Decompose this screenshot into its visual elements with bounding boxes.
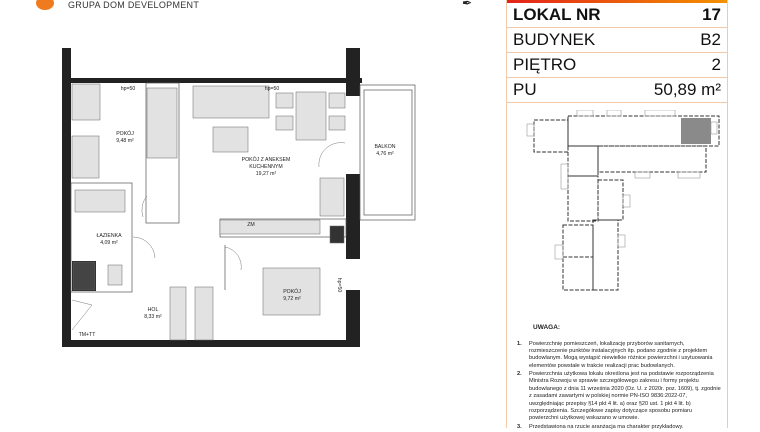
doors <box>71 142 346 331</box>
note-number: 3. <box>517 423 522 430</box>
walls <box>62 48 362 347</box>
highlighted-unit <box>681 118 711 144</box>
window-sill-mark: hp=50 <box>121 86 136 92</box>
info-row-area: PU 50,89 m² <box>507 78 727 103</box>
furniture <box>71 83 346 341</box>
compass-icon: ✒ <box>462 0 473 10</box>
tm-tt-mark: TM+TT <box>79 332 97 338</box>
room-name: POKÓJ Z ANEKSEM <box>242 156 291 163</box>
window-sill-mark: hp=50 <box>265 86 280 92</box>
label: PU <box>513 80 537 99</box>
floor-plan: POKÓJ 9,48 m² POKÓJ Z ANEKSEM KUCHENNYM … <box>62 48 416 347</box>
room-name: POKÓJ <box>283 288 301 295</box>
room-name: BALKON <box>374 144 395 150</box>
room-area: 4,09 m² <box>100 240 118 246</box>
note-number: 2. <box>517 371 522 378</box>
info-row-building: BUDYNEK B2 <box>507 28 727 53</box>
brand-name: GRUPA DOM DEVELOPMENT <box>68 0 200 10</box>
label: LOKAL NR <box>513 5 601 24</box>
notes-section: UWAGA: 1. Powierzchnię pomieszczeń, lokal… <box>507 310 727 432</box>
room-name: POKÓJ <box>116 130 134 137</box>
zm-mark: ZM <box>247 222 255 228</box>
room-area: 19,27 m² <box>256 171 277 177</box>
room-area: 9,48 m² <box>116 138 134 144</box>
value: B2 <box>700 30 721 49</box>
room-name: ŁAZIENKA <box>96 233 122 239</box>
value: 50,89 m² <box>653 80 721 99</box>
room-area: 8,33 m² <box>144 314 162 320</box>
label: PIĘTRO <box>513 55 577 74</box>
note-text: Powierzchnię pomieszczeń, lokalizację pr… <box>529 340 713 369</box>
note-text: Powierzchnia użytkowa lokalu określona j… <box>529 371 721 422</box>
info-row-unit: LOKAL NR 17 <box>507 3 727 28</box>
value: 2 <box>711 55 721 74</box>
room-name-2: KUCHENNYM <box>249 164 282 170</box>
room-area: 4,76 m² <box>376 151 394 157</box>
company-logo <box>36 0 54 10</box>
note-number: 1. <box>517 340 522 347</box>
key-plan <box>526 110 720 291</box>
accent-bar <box>507 0 727 3</box>
note-text: Przedstawiona na rzucie aranżacja ma cha… <box>529 423 684 430</box>
value: 17 <box>702 5 721 24</box>
note-item: 3. Przedstawiona na rzucie aranżacja ma c… <box>515 424 721 431</box>
room-area: 9,72 m² <box>283 296 301 302</box>
room-name: HOL <box>148 307 159 313</box>
window-sill-mark: hp=50 <box>336 278 342 293</box>
note-item: 1. Powierzchnię pomieszczeń, lokalizację … <box>515 341 721 371</box>
info-row-floor: PIĘTRO 2 <box>507 53 727 78</box>
note-item: 2. Powierzchnia użytkowa lokalu określona… <box>515 371 721 423</box>
notes-title: UWAGA: <box>533 324 561 331</box>
label: BUDYNEK <box>513 30 596 49</box>
